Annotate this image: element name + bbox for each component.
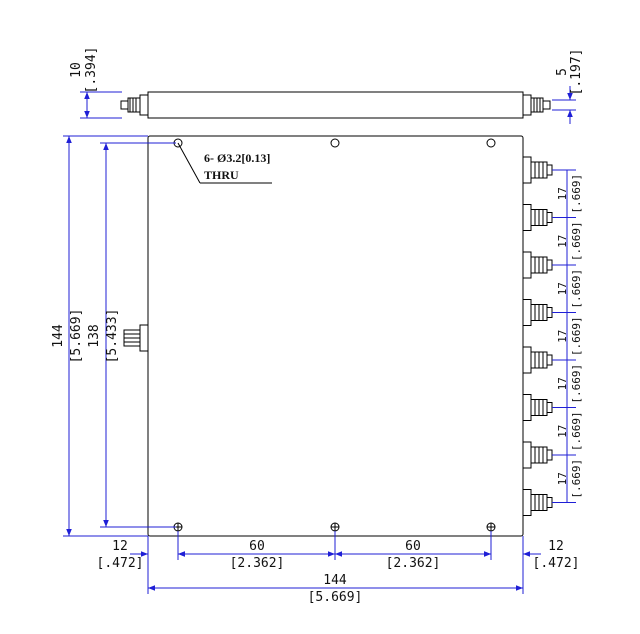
front-body: [147, 135, 524, 537]
edge-right-mm: 12: [548, 539, 564, 554]
spacing2-mm: 60: [405, 539, 421, 554]
output-connector: [522, 394, 553, 421]
spacing1-mm: 60: [249, 539, 265, 554]
edge-left-mm: 12: [112, 539, 128, 554]
pitch-in: [.669]: [570, 364, 583, 404]
output-connector: [522, 489, 553, 516]
pitch-mm: 17: [556, 377, 569, 390]
width-mm: 144: [323, 573, 347, 588]
edge-left-in: [.472]: [97, 556, 144, 571]
pitch-mm: 17: [556, 330, 569, 343]
side-height-mm: 10: [69, 62, 84, 78]
pitch-mm: 17: [556, 282, 569, 295]
hole-span-in: [5.433]: [105, 309, 120, 364]
pitch-in: [.669]: [570, 221, 583, 261]
side-view: 10 [.394] 5 [.197]: [69, 47, 584, 124]
front-view: 6- Ø3.2[0.13] THRU: [123, 135, 553, 537]
hole-spec-note: 6- Ø3.2[0.13]: [204, 151, 270, 165]
output-connector: [522, 251, 553, 279]
width-in: [5.669]: [308, 590, 363, 605]
side-connector-right: [522, 94, 551, 116]
pitch-mm: 17: [556, 472, 569, 485]
pitch-mm: 17: [556, 187, 569, 200]
hole-span-mm: 138: [87, 324, 102, 347]
side-body: [147, 91, 524, 119]
side-conn-mm: 5: [555, 68, 570, 76]
pitch-in: [.669]: [570, 459, 583, 499]
side-height-in: [.394]: [84, 47, 99, 94]
width-dimensions: 12 [.472] 60 [2.362] 60 [2.362] 12 [.472…: [97, 531, 580, 605]
output-connector: [522, 204, 553, 231]
hole-leader: [177, 142, 201, 184]
body-height-mm: 144: [51, 324, 66, 348]
output-connectors: [522, 156, 553, 516]
pitch-in: [.669]: [570, 411, 583, 451]
hole-thru-note: THRU: [204, 168, 239, 182]
mount-hole: [486, 138, 496, 148]
output-connector: [522, 346, 553, 374]
pitch-in: [.669]: [570, 174, 583, 214]
pitch-mm: 17: [556, 425, 569, 438]
pitch-mm: 17: [556, 235, 569, 248]
mount-hole: [330, 138, 340, 148]
body-height-in: [5.669]: [69, 309, 84, 364]
output-connector: [522, 299, 553, 326]
side-conn-in: [.197]: [569, 49, 584, 96]
side-connector-left: [120, 94, 149, 116]
output-connector: [522, 156, 553, 184]
pitch-in: [.669]: [570, 269, 583, 309]
height-dimensions: 144 [5.669] 138 [5.433]: [51, 135, 176, 537]
spacing2-in: [2.362]: [386, 556, 441, 571]
output-connector: [522, 441, 553, 469]
pitch-in: [.669]: [570, 316, 583, 356]
edge-right-in: [.472]: [533, 556, 580, 571]
pitch-dimensions: 17[.669]17[.669]17[.669]17[.669]17[.669]…: [552, 169, 583, 503]
spacing1-in: [2.362]: [230, 556, 285, 571]
input-connector: [123, 324, 149, 352]
